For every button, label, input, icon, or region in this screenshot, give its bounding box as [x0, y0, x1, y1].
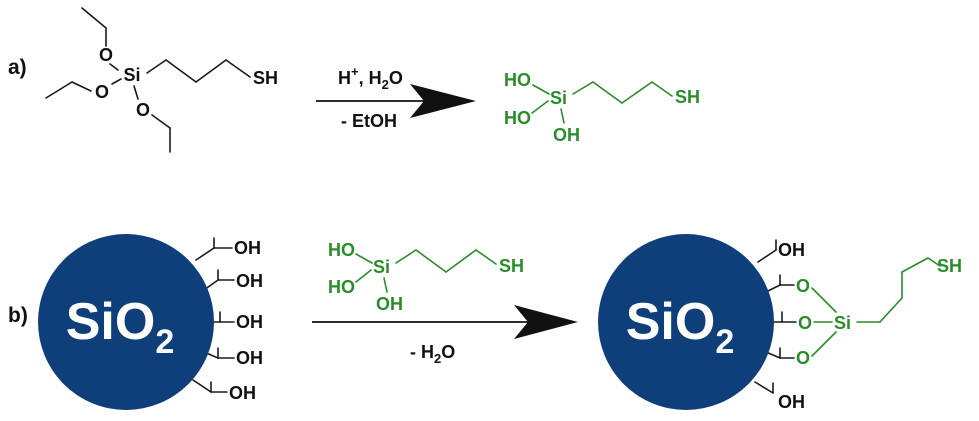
atom-oh: OH	[236, 271, 263, 291]
mptms-molecule: O Si SH O O	[45, 7, 278, 153]
atom-si: Si	[123, 65, 140, 85]
atom-o: O	[796, 276, 810, 296]
reagent-text: H+, H2O	[338, 64, 403, 92]
silica-particle-left: SiO2 OH OH OH OH OH	[38, 234, 263, 410]
silica-particle-right: SiO2 OH OH	[598, 234, 805, 412]
atom-o: O	[95, 82, 109, 102]
label-b: b)	[8, 304, 28, 327]
atom-si: Si	[550, 88, 567, 108]
atom-oh: OH	[778, 240, 805, 260]
atom-oh: OH	[778, 392, 805, 412]
particle-label: SiO2	[626, 293, 735, 361]
atom-ho: HO	[328, 240, 355, 260]
atom-sh: SH	[937, 256, 962, 276]
atom-si: Si	[834, 313, 851, 333]
atom-oh: OH	[234, 238, 261, 258]
reaction-arrow-b	[312, 305, 578, 339]
particle-label: SiO2	[66, 293, 175, 361]
atom-sh: SH	[675, 87, 700, 107]
grafted-silane: O O O Si SH	[796, 256, 962, 368]
byproduct-text-a: - EtOH	[341, 111, 397, 131]
atom-oh: OH	[236, 348, 263, 368]
atom-si: Si	[373, 257, 390, 277]
atom-ho: HO	[328, 277, 355, 297]
silanetriol-product: HO Si SH HO OH	[504, 70, 700, 145]
atom-o: O	[99, 45, 113, 65]
atom-o: O	[796, 348, 810, 368]
reaction-arrow-a	[316, 84, 476, 118]
atom-o: O	[798, 313, 812, 333]
atom-oh: OH	[236, 312, 263, 332]
atom-sh: SH	[253, 68, 278, 88]
byproduct-text-b: - H2O	[410, 342, 455, 366]
atom-sh: SH	[499, 256, 524, 276]
atom-oh: OH	[229, 383, 256, 403]
atom-ho: HO	[504, 70, 531, 90]
atom-o: O	[136, 100, 150, 120]
silanetriol-reagent: HO Si SH HO OH	[328, 240, 524, 314]
atom-oh: OH	[376, 294, 403, 314]
atom-ho: HO	[504, 108, 531, 128]
label-a: a)	[8, 56, 27, 79]
atom-oh: OH	[553, 125, 580, 145]
